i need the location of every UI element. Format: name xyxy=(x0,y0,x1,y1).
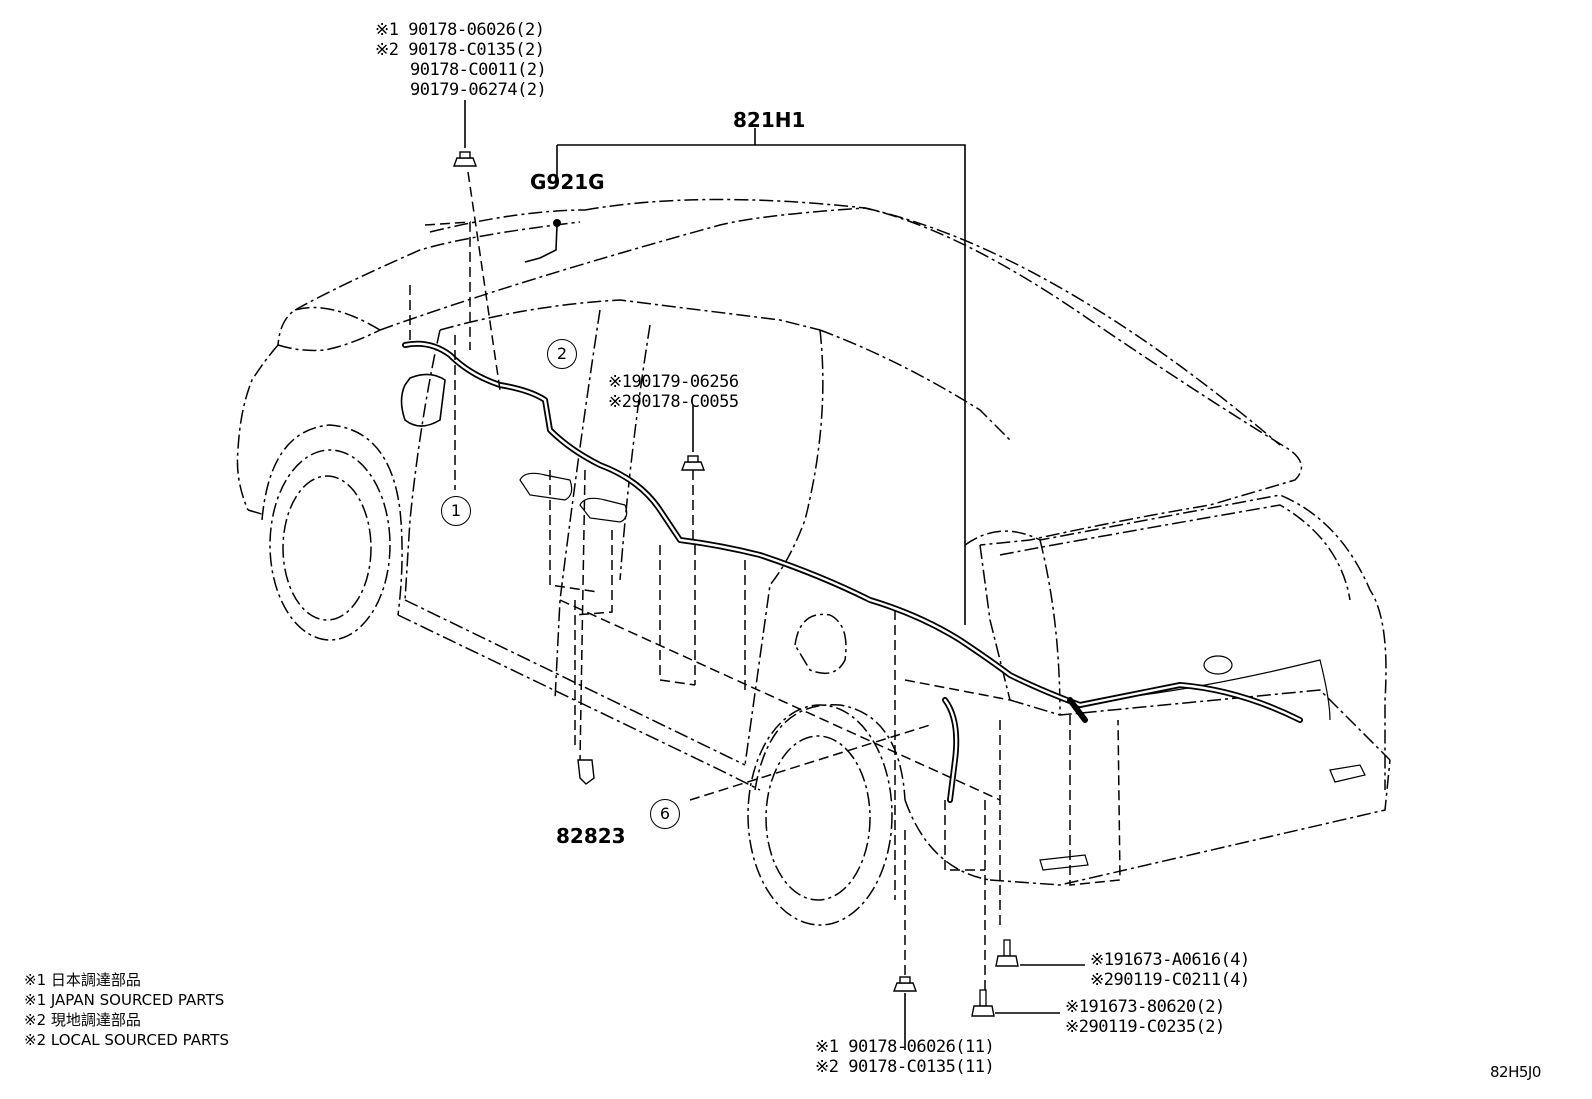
note-local-sourced-jp: ※2 現地調達部品 xyxy=(24,1011,141,1029)
part-number-top-1: ※1 90178-06026(2) xyxy=(375,20,545,40)
part-number-top-2: ※2 90178-C0135(2) xyxy=(375,40,545,60)
part-number-mid-2: ※290178-C0055 xyxy=(608,392,739,412)
bolt-icon-upper xyxy=(995,939,1019,967)
part-number-right-3: ※191673-80620(2) xyxy=(1065,997,1225,1017)
part-number-right-1: ※191673-A0616(4) xyxy=(1090,950,1250,970)
harness-label-821h1: 821H1 xyxy=(733,108,806,132)
bolt-icon-lower xyxy=(971,989,995,1017)
part-number-top-3: 90178-C0011(2) xyxy=(410,60,547,80)
part-number-mid-1: ※190179-06256 xyxy=(608,372,739,392)
wire-harness-821h1 xyxy=(402,219,1303,803)
part-number-right-2: ※290119-C0211(4) xyxy=(1090,970,1250,990)
callout-6: 6 xyxy=(650,799,680,829)
clip-nut-icon-top xyxy=(452,151,478,167)
callout-2: 2 xyxy=(547,339,577,369)
ground-label-g921g: G921G xyxy=(530,170,605,194)
clip-label-82823: 82823 xyxy=(556,824,626,848)
clip-82823-icon xyxy=(577,759,595,785)
part-number-top-4: 90179-06274(2) xyxy=(410,80,547,100)
part-number-bottom-1: ※1 90178-06026(11) xyxy=(815,1037,995,1057)
part-number-bottom-2: ※2 90178-C0135(11) xyxy=(815,1057,995,1077)
note-local-sourced-en: ※2 LOCAL SOURCED PARTS xyxy=(24,1031,229,1049)
figure-code: 82H5J0 xyxy=(1490,1063,1541,1081)
note-japan-sourced-jp: ※1 日本調達部品 xyxy=(24,971,141,989)
vehicle-body-outline xyxy=(236,198,1391,926)
part-number-right-4: ※290119-C0235(2) xyxy=(1065,1017,1225,1037)
clip-nut-icon-mid xyxy=(680,455,706,471)
fastener-icons xyxy=(452,151,1019,1017)
clip-nut-icon-bottom xyxy=(892,976,918,992)
leader-lines xyxy=(409,100,1121,1050)
callout-1: 1 xyxy=(441,496,471,526)
note-japan-sourced-en: ※1 JAPAN SOURCED PARTS xyxy=(24,991,225,1009)
